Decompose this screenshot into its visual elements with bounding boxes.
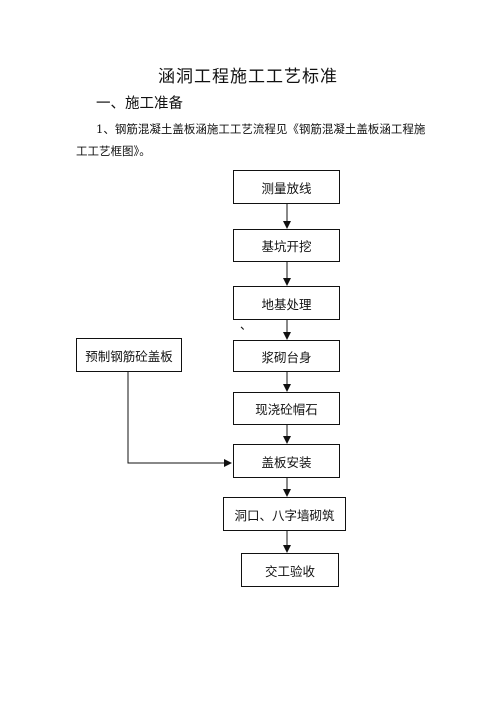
flow-step-masonry-abutment: 浆砌台身: [233, 340, 340, 372]
flow-step-survey: 测量放线: [233, 170, 340, 204]
stray-mark: 、: [240, 318, 253, 332]
flow-step-acceptance: 交工验收: [241, 553, 339, 587]
flow-step-slab-install: 盖板安装: [233, 444, 340, 478]
flow-step-wingwall: 洞口、八字墙砌筑: [223, 497, 346, 531]
flow-step-excavation: 基坑开挖: [233, 229, 340, 262]
section-heading: 一、施工准备: [96, 96, 183, 112]
arrow-side-step6: [127, 372, 232, 467]
flow-side-precast-slab: 预制钢筋砼盖板: [76, 338, 182, 372]
flow-step-foundation: 地基处理: [233, 286, 340, 320]
intro-paragraph: 1、钢筋混凝土盖板涵施工工艺流程见《钢筋混凝土盖板涵工程施工工艺框图》。: [76, 122, 426, 158]
flow-step-cast-cap: 现浇砼帽石: [233, 392, 340, 425]
document-title: 涵洞工程施工工艺标准: [158, 67, 338, 87]
